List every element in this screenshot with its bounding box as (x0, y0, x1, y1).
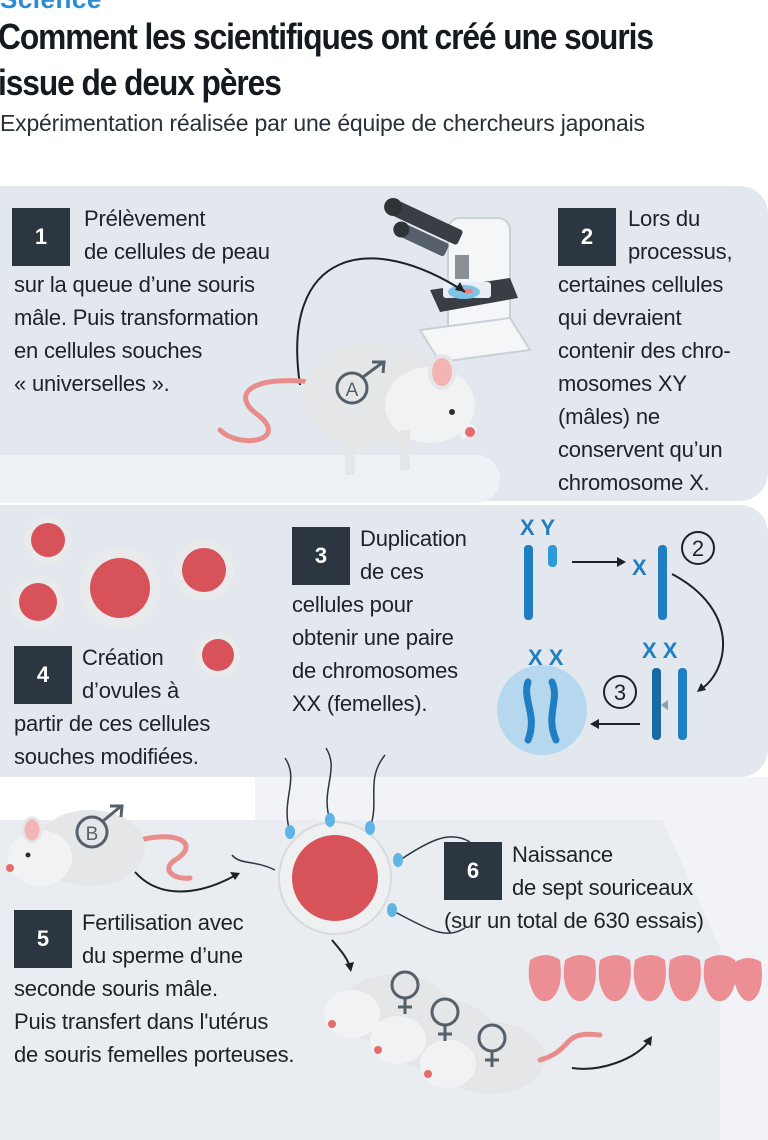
step-2-line-5: contenir des chro- (558, 338, 731, 363)
step-3-line-2: de ces (360, 559, 424, 584)
step-3-line-4: obtenir une paire (292, 625, 454, 650)
step-3-number: 3 (292, 527, 350, 585)
step-1-line-5: en cellules souches (14, 338, 203, 363)
step-5-line-4: Puis transfert dans l'utérus (14, 1009, 269, 1034)
step-3-line-5: de chromosomes (292, 658, 458, 683)
step-2-line-7: (mâles) ne (558, 404, 660, 429)
step-1-line-3: sur la queue d’une souris (14, 272, 255, 297)
step-2-number: 2 (558, 208, 616, 266)
step-6-number: 6 (444, 842, 502, 900)
title-line-2: issue de deux pères (0, 62, 282, 103)
step-6-text: Naissance de sept souriceaux (sur un tot… (444, 838, 704, 937)
step-1-number: 1 (12, 208, 70, 266)
step-3-line-3: cellules pour (292, 592, 413, 617)
step-2-line-8: conservent qu’un (558, 437, 723, 462)
step-4-line-1: Création (82, 645, 164, 670)
step-2-line-4: qui devraient (558, 305, 682, 330)
step-5-line-2: du sperme d’une (82, 943, 243, 968)
step-5-number: 5 (14, 910, 72, 968)
step-5-line-5: de souris femelles porteuses. (14, 1042, 295, 1067)
step-5-text: Fertilisation avec du sperme d’une secon… (14, 906, 295, 1071)
page-title: Comment les scientifiques ont créé une s… (0, 14, 676, 106)
panel-step-1-2-tab (0, 455, 500, 503)
step-2-line-9: chromosome X. (558, 470, 710, 495)
step-2-line-3: certaines cellules (558, 272, 724, 297)
step-6-line-2: de sept souriceaux (512, 875, 694, 900)
step-2-line-2: processus, (628, 239, 733, 264)
step-3-line-1: Duplication (360, 526, 467, 551)
step-1-line-6: « universelles ». (14, 371, 170, 396)
subtitle: Expérimentation réalisée par une équipe … (0, 110, 645, 136)
step-4-number: 4 (14, 646, 72, 704)
step-1-line-1: Prélèvement (84, 206, 206, 231)
step-3-text: Duplication de ces cellules pour obtenir… (292, 522, 467, 720)
step-2-line-1: Lors du (628, 206, 700, 231)
step-2-line-6: mosomes XY (558, 371, 687, 396)
step-6-line-3: (sur un total de 630 essais) (444, 908, 704, 933)
step-5-line-1: Fertilisation avec (82, 910, 244, 935)
step-4-line-3: partir de ces cellules (14, 711, 211, 736)
step-4-text: Création d’ovules à partir de ces cellul… (14, 641, 210, 773)
step-3-line-6: XX (femelles). (292, 691, 428, 716)
step-6-line-1: Naissance (512, 842, 613, 867)
step-4-line-2: d’ovules à (82, 678, 180, 703)
step-1-line-4: mâle. Puis transformation (14, 305, 259, 330)
step-1-line-2: de cellules de peau (84, 239, 270, 264)
step-4-line-4: souches modifiées. (14, 744, 199, 769)
step-5-line-3: seconde souris mâle. (14, 976, 218, 1001)
step-2-text: Lors du processus, certaines cellules qu… (558, 202, 758, 499)
title-line-1: Comment les scientifiques ont créé une s… (0, 16, 654, 57)
step-1-text: Prélèvement de cellules de peau sur la q… (14, 202, 270, 400)
kicker: Science (0, 0, 102, 15)
